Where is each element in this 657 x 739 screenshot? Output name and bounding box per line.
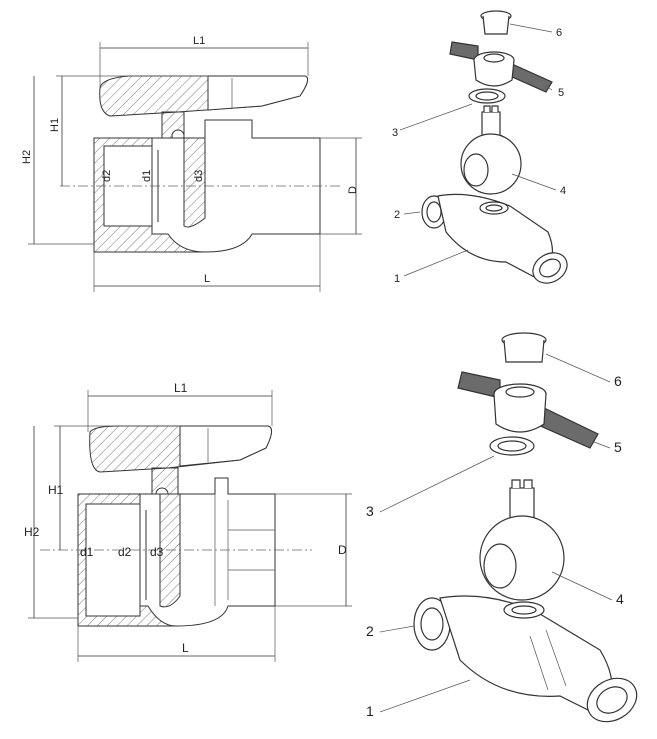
top-exploded-view: 6 5 3 4 2 1 xyxy=(392,10,568,285)
bottom-exploded-view: 6 5 3 4 2 1 xyxy=(366,332,638,723)
bottom-part-4: 4 xyxy=(616,591,624,607)
bottom-dim-L: L xyxy=(182,641,189,655)
top-part-5: 5 xyxy=(558,87,564,99)
top-dim-d1: d1 xyxy=(141,170,153,182)
bottom-dim-D: D xyxy=(338,543,347,557)
bottom-part-2: 2 xyxy=(366,623,374,639)
bottom-section-view: L1 H1 H2 d1 d2 d3 D L xyxy=(24,381,352,662)
top-part-3: 3 xyxy=(392,127,398,139)
bottom-dim-H2: H2 xyxy=(24,525,40,539)
bottom-dim-d2: d2 xyxy=(118,545,132,559)
bottom-dim-d3: d3 xyxy=(150,545,164,559)
top-part-6: 6 xyxy=(556,27,562,39)
bottom-part-3: 3 xyxy=(366,503,374,519)
top-handle-right xyxy=(207,75,309,111)
top-dim-d2: d2 xyxy=(101,170,113,182)
top-dim-H2: H2 xyxy=(21,150,33,164)
bottom-dim-H1: H1 xyxy=(48,483,64,497)
top-dim-L1: L1 xyxy=(193,35,205,47)
top-dim-D: D xyxy=(347,186,359,194)
top-dim-H1: H1 xyxy=(49,118,61,132)
bottom-part-1: 1 xyxy=(366,703,374,719)
top-dim-d3: d3 xyxy=(193,170,205,182)
bottom-part-5: 5 xyxy=(614,439,622,455)
top-part-2: 2 xyxy=(394,209,400,221)
bottom-dim-d1: d1 xyxy=(80,545,94,559)
top-part-1: 1 xyxy=(394,273,400,285)
top-left-socket-hatch xyxy=(93,137,206,253)
top-dim-L: L xyxy=(204,273,210,285)
bottom-dim-L1: L1 xyxy=(174,381,188,395)
top-part-4: 4 xyxy=(560,185,566,197)
bottom-part-6: 6 xyxy=(614,373,622,389)
top-section-view: L1 H1 H2 d2 d1 d3 D L xyxy=(21,35,362,292)
